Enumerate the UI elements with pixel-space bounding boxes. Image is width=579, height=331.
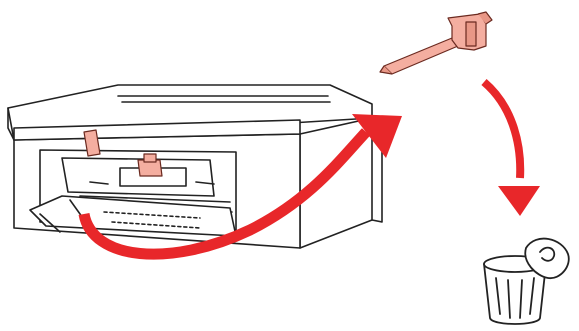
protective-material (379, 11, 493, 75)
protective-tape-on-printer (83, 129, 163, 177)
trash-can-icon (483, 237, 570, 325)
printer-illustration (7, 84, 383, 249)
down-arrow (481, 78, 540, 216)
curved-arrow (78, 114, 402, 260)
